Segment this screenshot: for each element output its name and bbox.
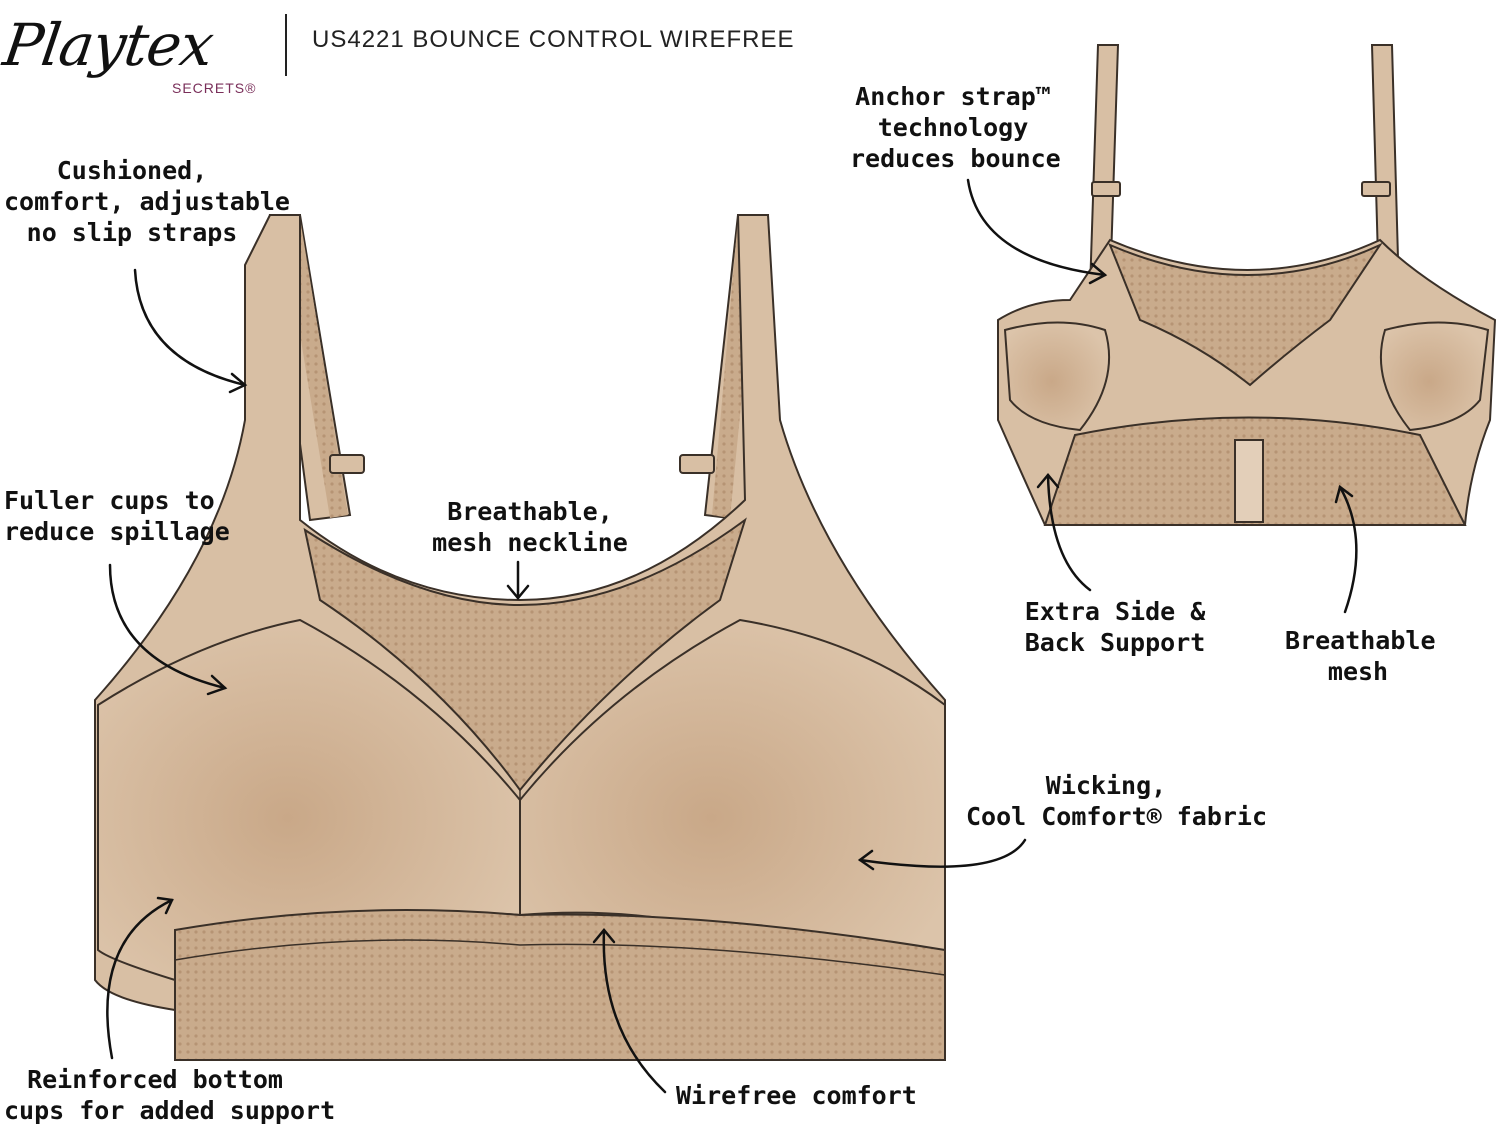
arrow-wicking [858, 838, 1027, 868]
back-cup-left [1003, 321, 1111, 432]
callout-neckline: Breathable, mesh neckline [432, 497, 628, 557]
back-bra [997, 44, 1497, 526]
back-mesh-upper [1108, 242, 1383, 387]
arrow-side [1046, 473, 1092, 592]
right-adjuster [679, 454, 715, 474]
band-seam [174, 939, 946, 976]
product-title: US4221 BOUNCE CONTROL WIREFREE [312, 26, 795, 53]
arrowhead-wicking [857, 849, 875, 871]
arrowhead-cups [206, 674, 228, 696]
neckline-mesh [303, 517, 747, 792]
callout-bottom: Reinforced bottom cups for added support [4, 1065, 336, 1125]
arrowhead-mesh [1334, 484, 1354, 504]
callout-anchor: Anchor strap™ technology reduces bounce [850, 82, 1061, 173]
back-cup-right [1379, 321, 1490, 432]
arrowhead-wirefree [592, 928, 616, 944]
arrowhead-anchor [1088, 262, 1108, 285]
arrowhead-side [1036, 473, 1060, 489]
left-adjuster [329, 454, 365, 474]
arrow-anchor [966, 178, 1107, 277]
arrow-cups [108, 563, 227, 690]
bottom-band [174, 909, 946, 1061]
callout-cups: Fuller cups to reduce spillage [4, 486, 230, 546]
arrowhead-neckline [506, 584, 530, 600]
front-bra [94, 214, 946, 1061]
arrow-bottom [106, 898, 174, 1060]
callout-side-back: Extra Side & Back Support [1024, 597, 1206, 657]
callout-wicking: Wicking, Cool Comfort® fabric [966, 771, 1268, 831]
back-left-adjuster [1091, 181, 1121, 197]
callout-wirefree: Wirefree comfort [676, 1081, 917, 1110]
arrowhead-straps [228, 372, 248, 394]
arrow-wirefree [602, 928, 667, 1094]
back-right-adjuster [1361, 181, 1391, 197]
header-divider [285, 14, 287, 76]
callout-mesh: Breathable mesh [1285, 626, 1436, 686]
callout-arrows [106, 178, 1358, 1094]
arrow-straps [133, 268, 247, 387]
back-closure [1234, 439, 1264, 523]
brand-sub: SECRETS® [172, 80, 257, 96]
callout-straps: Cushioned, comfort, adjustable no slip s… [4, 156, 290, 247]
arrow-mesh [1338, 485, 1358, 614]
arrowhead-bottom [156, 896, 174, 915]
